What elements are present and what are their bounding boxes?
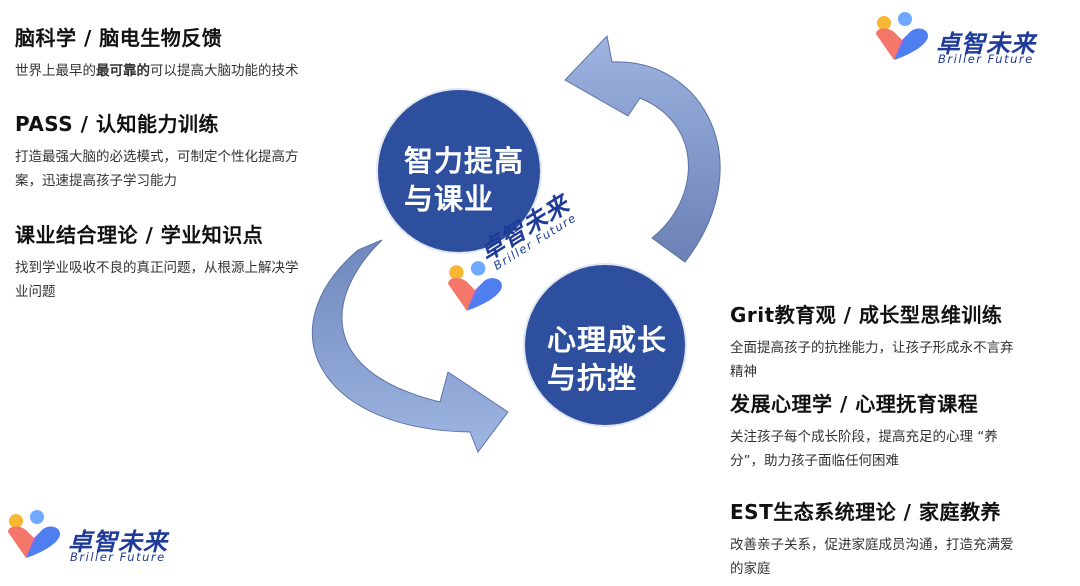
block-curriculum: 课业结合理论 / 学业知识点 找到学业吸收不良的真正问题，从根源上解决学业问题 [15,219,360,304]
desc-line2: 的家庭 [730,561,771,577]
block-neuroscience-desc: 世界上最早的最可靠的可以提高大脑功能的技术 [15,59,355,83]
desc-line1: 打造最强大脑的必选模式，可制定个性化提高方 [15,149,299,165]
block-developmental-title: 发展心理学 / 心理抚育课程 [730,392,979,416]
circle-psychology-line1: 心理成长 [547,323,668,357]
block-curriculum-desc: 找到学业吸收不良的真正问题，从根源上解决学业问题 [15,256,360,304]
circle-intelligence: 智力提高 与课业 [378,90,540,252]
block-pass: PASS / 认知能力训练 打造最强大脑的必选模式，可制定个性化提高方案，迅速提… [15,108,360,193]
desc-line1: 改善亲子关系，促进家庭成员沟通，打造充满爱 [730,537,1014,553]
desc-line1: 关注孩子每个成长阶段，提高充足的心理 “养 [730,429,998,445]
block-neuroscience: 脑科学 / 脑电生物反馈 世界上最早的最可靠的可以提高大脑功能的技术 [15,22,355,83]
block-pass-desc: 打造最强大脑的必选模式，可制定个性化提高方案，迅速提高孩子学习能力 [15,145,360,193]
circle-psychology-line2: 与抗挫 [547,361,638,395]
logo-en-text: Briller Future [70,550,166,564]
block-grit-desc: 全面提高孩子的抗挫能力，让孩子形成永不言弃精神 [730,336,1075,384]
desc-line2: 案，迅速提高孩子学习能力 [15,173,177,189]
circle-intelligence-line2: 与课业 [404,182,495,216]
block-est: EST生态系统理论 / 家庭教养 改善亲子关系，促进家庭成员沟通，打造充满爱的家… [730,496,1075,581]
block-grit-title: Grit教育观 / 成长型思维训练 [730,303,1003,327]
block-est-desc: 改善亲子关系，促进家庭成员沟通，打造充满爱的家庭 [730,533,1075,581]
block-pass-title: PASS / 认知能力训练 [15,112,219,136]
desc-line1: 找到学业吸收不良的真正问题，从根源上解决学 [15,260,299,276]
desc-prefix: 世界上最早的 [15,63,96,79]
logo-bottom-left: 卓智未来 Briller Future [4,508,204,568]
block-developmental: 发展心理学 / 心理抚育课程 关注孩子每个成长阶段，提高充足的心理 “养分”，助… [730,388,1075,473]
logo-top-right: 卓智未来 Briller Future [872,10,1072,70]
arrow-bottom-left [311,239,509,454]
logo-center-watermark: 卓智未来 Briller Future [440,190,640,320]
desc-line2: 业问题 [15,284,56,300]
circle-intelligence-line1: 智力提高 [404,144,525,178]
circle-psychology: 心理成长 与抗挫 [525,265,685,425]
desc-line2: 精神 [730,364,757,380]
arrow-top-right [564,34,721,263]
block-curriculum-title: 课业结合理论 / 学业知识点 [15,223,264,247]
logo-heart-icon [448,261,502,311]
logo-cn-text: 卓智未来 [936,30,1036,58]
block-developmental-desc: 关注孩子每个成长阶段，提高充足的心理 “养分”，助力孩子面临任何困难 [730,425,1075,473]
logo-cn-text: 卓智未来 [68,528,168,556]
logo-heart-icon [8,510,60,558]
block-neuroscience-title: 脑科学 / 脑电生物反馈 [15,26,223,50]
desc-line2: 分”，助力孩子面临任何困难 [730,453,899,469]
desc-bold: 最可靠的 [96,63,150,79]
logo-heart-icon [876,12,928,60]
desc-suffix: 可以提高大脑功能的技术 [150,63,299,79]
logo-en-text: Briller Future [938,52,1034,66]
block-est-title: EST生态系统理论 / 家庭教养 [730,500,1001,524]
block-grit: Grit教育观 / 成长型思维训练 全面提高孩子的抗挫能力，让孩子形成永不言弃精… [730,299,1075,384]
desc-line1: 全面提高孩子的抗挫能力，让孩子形成永不言弃 [730,340,1014,356]
